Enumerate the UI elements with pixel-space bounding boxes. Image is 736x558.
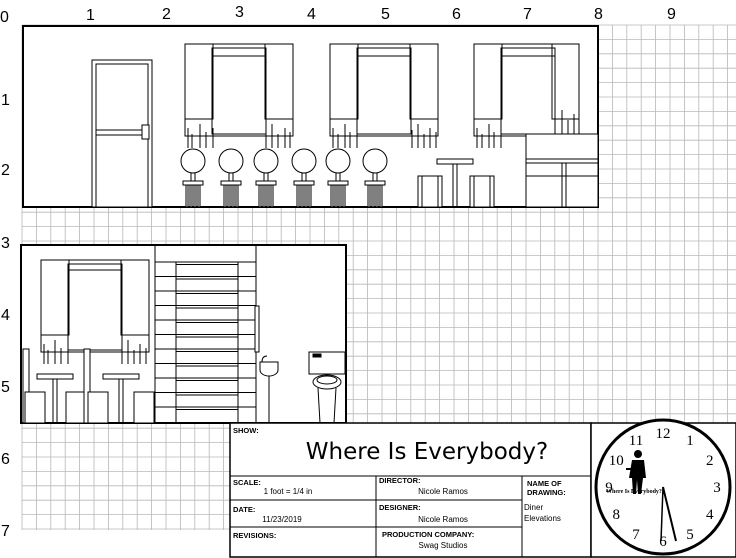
- toilet-bowl: [312, 374, 342, 390]
- stool-5: [325, 148, 351, 208]
- x-label-9: 9: [667, 6, 676, 23]
- clock-number-8: 8: [612, 507, 620, 523]
- restroom: [254, 245, 346, 424]
- drawing-name-value-2: Elevations: [524, 514, 561, 523]
- y-label-2: 2: [1, 162, 10, 179]
- shelf-lines: [155, 261, 256, 410]
- y-label-4: 4: [1, 307, 10, 324]
- production-label: PRODUCTION COMPANY:: [382, 530, 474, 539]
- date-value: 11/23/2019: [262, 515, 302, 524]
- booth-3: [22, 348, 155, 424]
- production-value: Swag Studios: [419, 541, 468, 550]
- clock-number-1: 1: [686, 433, 694, 449]
- x-label-4: 4: [307, 6, 316, 23]
- designer-value: Nicole Ramos: [418, 515, 468, 524]
- x-label-1: 1: [86, 7, 95, 24]
- x-label-2: 2: [162, 6, 171, 23]
- x-label-0: 0: [0, 9, 9, 26]
- clock-logo-text: Where Is Everybody?: [606, 489, 662, 495]
- clock-number-12: 12: [656, 426, 671, 442]
- y-label-7: 7: [1, 523, 10, 540]
- y-label-5: 5: [1, 379, 10, 396]
- y-label-3: 3: [1, 235, 10, 252]
- director-label: DIRECTOR:: [379, 476, 421, 485]
- clock-number-3: 3: [713, 480, 721, 496]
- window-3: [473, 43, 580, 137]
- y-axis-labels: 1 2 3 4 5 6 7: [1, 92, 10, 540]
- clock-numbers: 12 12 3 45 6 78 9 10 11: [605, 426, 721, 550]
- date-label: DATE:: [233, 505, 255, 514]
- shelving-unit: [154, 244, 257, 424]
- x-label-3: 3: [235, 4, 244, 21]
- x-label-6: 6: [452, 6, 461, 23]
- title-block: SHOW: Where Is Everybody? SCALE: 1 foot …: [229, 422, 592, 558]
- elevation-bottom: [20, 244, 347, 424]
- stool-6: [362, 148, 388, 208]
- clock-number-5: 5: [686, 527, 694, 543]
- clock-number-11: 11: [629, 433, 643, 449]
- curtain-fringes: [187, 110, 575, 148]
- counter-stools: [180, 148, 388, 208]
- x-label-8: 8: [594, 6, 603, 23]
- drawing-name-label-1: NAME OF: [527, 479, 562, 488]
- director-value: Nicole Ramos: [418, 487, 468, 496]
- revisions-label: REVISIONS:: [233, 531, 276, 540]
- silhouette-icon: [626, 450, 646, 494]
- sink: [259, 361, 279, 377]
- scale-value: 1 foot = 1/4 in: [264, 487, 313, 496]
- drawing-name-label-2: DRAWING:: [527, 488, 566, 497]
- booth-2: [525, 133, 599, 208]
- window-2: [329, 43, 439, 137]
- clock-number-7: 7: [632, 527, 640, 543]
- stool-3: [253, 148, 279, 208]
- y-label-1: 1: [1, 92, 10, 109]
- door: [91, 59, 153, 208]
- elevation-top: [22, 25, 599, 208]
- stool-2: [218, 148, 244, 208]
- clock-logo: 12 12 3 45 6 78 9 10 11 Where Is Everybody?: [590, 418, 736, 558]
- y-label-6: 6: [1, 451, 10, 468]
- clock-number-10: 10: [609, 453, 624, 469]
- designer-label: DESIGNER:: [379, 503, 421, 512]
- drawing-name-value-1: Diner: [524, 503, 543, 512]
- clock-number-9: 9: [605, 480, 613, 496]
- clock-number-2: 2: [706, 453, 714, 469]
- scale-label: SCALE:: [233, 478, 261, 487]
- stool-1: [180, 148, 206, 208]
- show-title: Where Is Everybody?: [306, 439, 548, 465]
- x-label-5: 5: [381, 6, 390, 23]
- clock-number-4: 4: [706, 507, 714, 523]
- window-1: [184, 43, 294, 137]
- minute-hand: [662, 486, 677, 542]
- booth-1: [417, 158, 495, 208]
- window-4: [40, 259, 150, 364]
- x-label-7: 7: [523, 6, 532, 23]
- show-label: SHOW:: [233, 426, 259, 435]
- x-axis-labels: 0 1 2 3 4 5 6 7 8 9: [0, 4, 676, 26]
- hour-hand: [660, 486, 664, 542]
- clock-number-6: 6: [659, 534, 667, 550]
- stool-4: [291, 148, 317, 208]
